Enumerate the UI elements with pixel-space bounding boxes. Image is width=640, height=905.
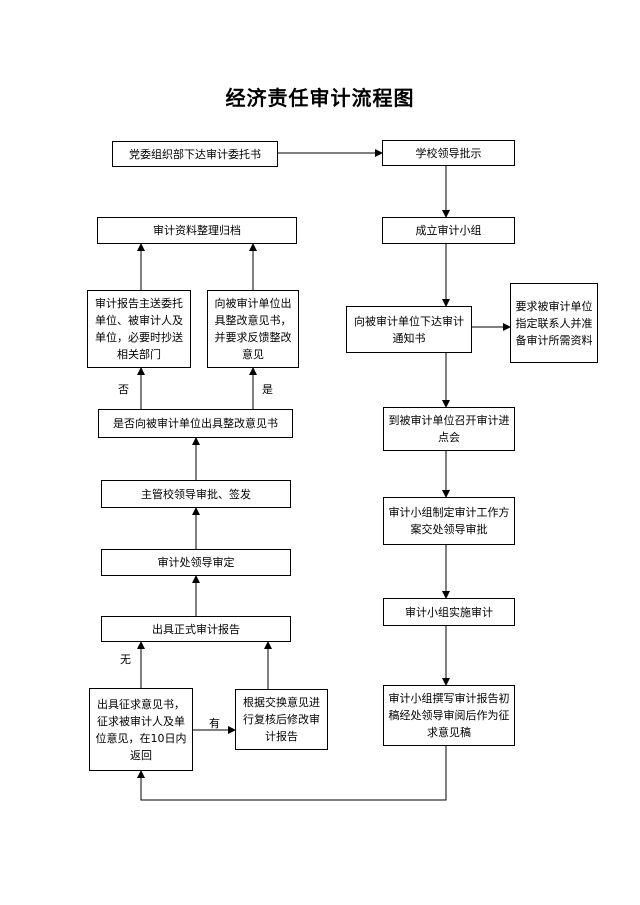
label-none: 无 — [120, 653, 131, 666]
plan-text: 审计小组制定审计工作方案交处领导审批 — [388, 506, 510, 536]
node-draft: 审计小组撰写审计报告初稿经处领导审阅后作为征求意见稿 — [383, 685, 515, 746]
draft-text: 审计小组撰写审计报告初稿经处领导审阅后作为征求意见稿 — [388, 692, 510, 739]
page-title: 经济责任审计流程图 — [225, 86, 415, 110]
node-approve: 学校领导批示 — [382, 140, 515, 166]
node-rectify: 向被审计单位出具整改意见书，并要求反馈整改意见 — [207, 290, 299, 368]
arrow-draft-solicit — [137, 746, 447, 801]
node-solicit: 出具征求意见书，征求被审计人及单位意见，在10日内返回 — [89, 688, 193, 771]
notice-text: 向被审计单位下达审计通知书 — [354, 314, 464, 345]
node-entry-meeting: 到被审计单位召开审计进点会 — [383, 407, 515, 451]
node-decide: 是否向被审计单位出具整改意见书 — [98, 409, 293, 438]
node-plan: 审计小组制定审计工作方案交处领导审批 — [383, 497, 515, 545]
revise-text: 根据交换意见进行复核后修改审计报告 — [243, 696, 320, 743]
prepare-text: 要求被审计单位指定联系人并准备审计所需资料 — [515, 299, 593, 347]
node-formal-report: 出具正式审计报告 — [101, 616, 291, 642]
node-leader-sign: 主管校领导审批、签发 — [101, 480, 291, 508]
rectify-text: 向被审计单位出具整改意见书，并要求反馈整改意见 — [214, 297, 292, 361]
node-commission: 党委组织部下达审计委托书 — [112, 141, 278, 167]
solicit-text: 出具征求意见书，征求被审计人及单位意见，在10日内返回 — [95, 697, 187, 762]
node-prepare: 要求被审计单位指定联系人并准备审计所需资料 — [510, 283, 598, 363]
entry-meeting-text: 到被审计单位召开审计进点会 — [388, 414, 510, 444]
node-notice: 向被审计单位下达审计通知书 — [346, 306, 472, 353]
label-no: 否 — [118, 383, 129, 396]
node-dept-review: 审计处领导审定 — [101, 549, 291, 576]
send-report-text: 审计报告主送委托单位、被审计人及单位，必要时抄送相关部门 — [95, 297, 183, 361]
node-implement: 审计小组实施审计 — [383, 598, 515, 626]
node-send-report: 审计报告主送委托单位、被审计人及单位，必要时抄送相关部门 — [87, 290, 191, 368]
label-has: 有 — [209, 717, 220, 730]
node-revise: 根据交换意见进行复核后修改审计报告 — [235, 689, 328, 750]
node-archive: 审计资料整理归档 — [97, 217, 297, 244]
label-yes: 是 — [262, 383, 273, 396]
node-form-group: 成立审计小组 — [382, 217, 515, 244]
